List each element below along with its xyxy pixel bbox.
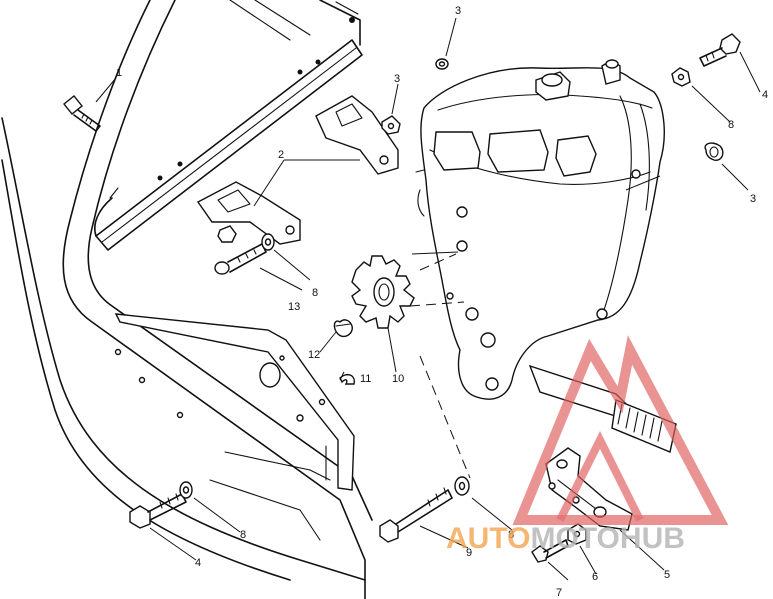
callout-5: 5 [664,569,670,581]
frame-tube [1,0,373,599]
nut-3-upper [381,115,401,135]
watermark-triangle-icon [512,335,729,525]
callout-12: 12 [308,349,320,361]
watermark-logo: AUTOMOTOHUB [446,335,729,555]
callout-8-lower-right: 8 [508,529,514,541]
cover-plate [114,313,355,491]
callout-8-mid: 8 [312,287,318,299]
callout-1: 1 [116,67,122,79]
callout-8-lower-left: 8 [240,529,246,541]
callout-8-right: 8 [728,119,734,131]
callout-7: 7 [556,587,562,599]
bolt-7 [531,539,569,563]
drive-sprocket [351,255,415,329]
gearcase [415,59,677,453]
callout-6: 6 [592,571,598,583]
callout-4-left: 4 [195,557,201,569]
engine-bracket-lower [196,181,301,245]
snap-ring-12 [333,319,353,338]
nut-lower-bracket [217,225,237,243]
clamp-bracket-5 [545,447,633,531]
callout-3-top: 3 [455,5,461,17]
washer-3-top [435,58,449,70]
washer-8-lower-right [454,476,470,496]
washer-8-mid [261,233,275,251]
engine-bracket-upper [315,95,399,175]
callout-11: 11 [360,373,371,385]
washer-8-lower-left [179,481,193,499]
callout-3-mid: 3 [394,73,400,85]
bolt-4-lower [129,493,187,529]
nut-6-upper [671,67,691,87]
mounting-rail [94,39,363,251]
callout-9: 9 [466,547,472,559]
watermark-text-auto: AUTOMOTOHUB [446,522,685,555]
bolt-4-upper [699,33,741,67]
leader-lines [95,17,761,581]
callout-4-right: 4 [762,89,768,101]
callout-labels: 1 2 3 3 3 4 4 5 6 7 8 8 8 8 9 10 11 12 1… [116,5,768,599]
callout-3-right: 3 [750,193,756,205]
callout-2: 2 [278,149,284,161]
bolt-13 [214,243,267,275]
callout-10: 10 [392,373,404,385]
callout-13: 13 [288,301,300,313]
bolt-9 [379,487,453,543]
clip-11 [339,373,355,385]
washer-3-right [704,142,724,161]
bolt-1 [63,95,101,132]
